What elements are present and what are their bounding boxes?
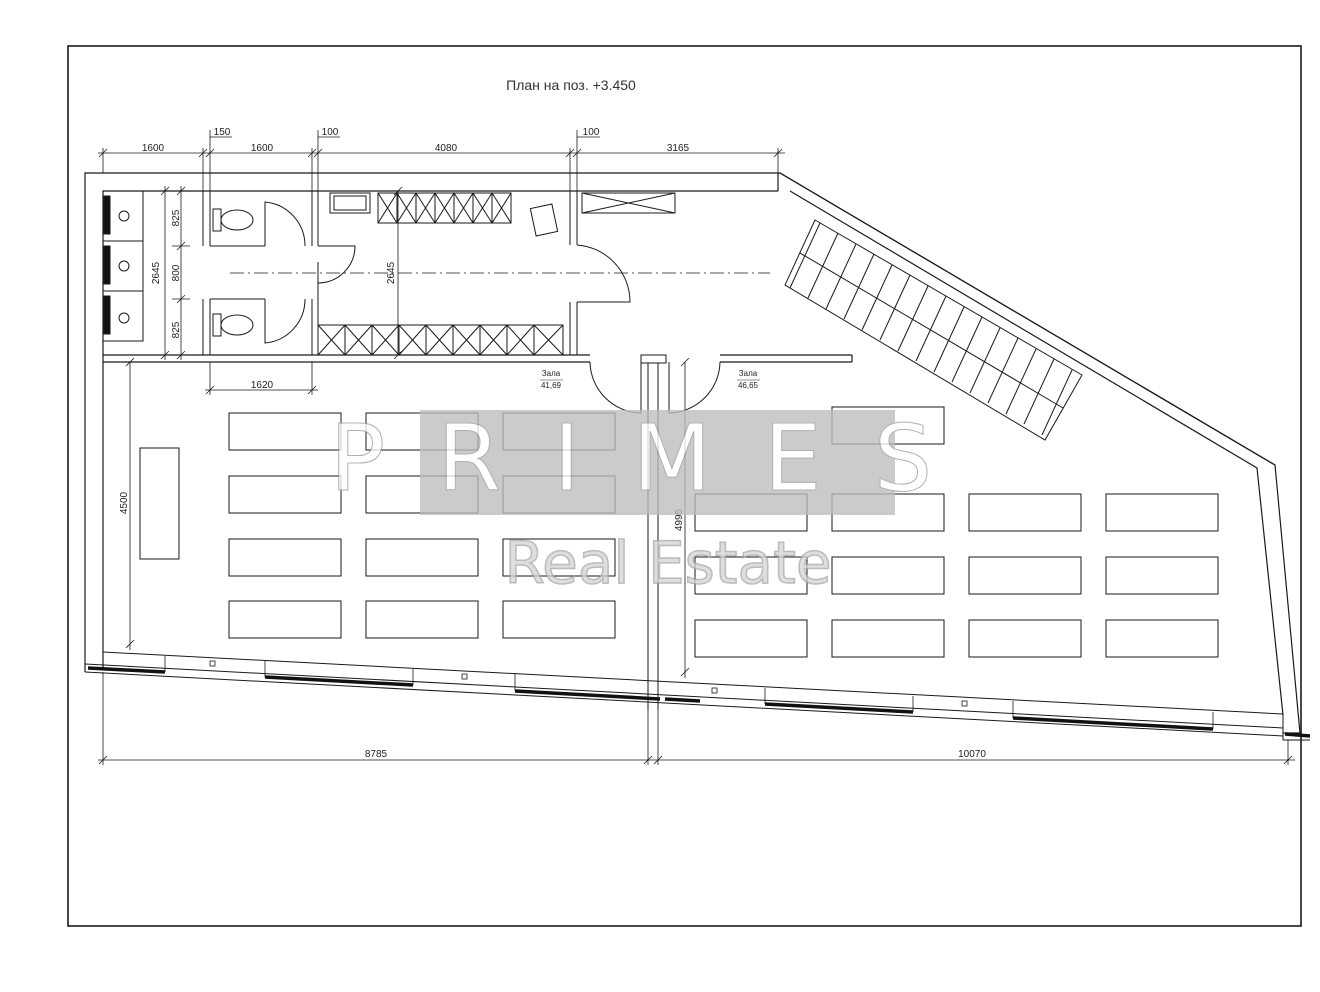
window-frames bbox=[164, 656, 1214, 729]
bottom-facade bbox=[84, 651, 1310, 741]
room-area-hall-1: 41,69 bbox=[541, 381, 562, 390]
sink-fixtures bbox=[103, 195, 130, 335]
toilet-fixtures bbox=[212, 208, 254, 337]
staircase bbox=[784, 219, 1083, 441]
room-area-hall-2: 46,65 bbox=[738, 381, 759, 390]
dim-top-7: 3165 bbox=[667, 143, 690, 154]
dim-bottom-2: 10070 bbox=[958, 749, 986, 760]
dim-inner-4: 4995 bbox=[674, 508, 685, 531]
room-label-hall-1: Зала bbox=[542, 369, 561, 378]
watermark-backdrop bbox=[420, 410, 895, 515]
watermark-brand: PRIMES bbox=[330, 405, 984, 512]
dim-left-1: 825 bbox=[171, 209, 182, 226]
watermark-sub: Real Estate bbox=[504, 529, 831, 597]
dim-bottom-1: 8785 bbox=[365, 749, 388, 760]
watermark: PRIMES Real Estate bbox=[329, 405, 984, 598]
dim-top-2: 150 bbox=[214, 127, 231, 138]
restroom-block bbox=[102, 190, 676, 356]
dim-inner-1: 2645 bbox=[386, 261, 397, 284]
drawing-title: План на поз. +3.450 bbox=[506, 77, 636, 93]
dim-left-2: 800 bbox=[171, 264, 182, 281]
dim-top-5: 4080 bbox=[435, 143, 458, 154]
dim-top-6: 100 bbox=[583, 127, 600, 138]
dim-left-4: 2645 bbox=[151, 261, 162, 284]
dimension-lines bbox=[98, 130, 1295, 765]
dim-top-3: 1600 bbox=[251, 143, 274, 154]
bottom-windows bbox=[87, 666, 1311, 738]
dim-left-3: 825 bbox=[171, 321, 182, 338]
dim-top-1: 1600 bbox=[142, 143, 165, 154]
dim-inner-3: 4500 bbox=[119, 491, 130, 514]
dim-top-4: 100 bbox=[322, 127, 339, 138]
room-label-hall-2: Зала bbox=[739, 369, 758, 378]
dim-inner-2: 1620 bbox=[251, 380, 274, 391]
